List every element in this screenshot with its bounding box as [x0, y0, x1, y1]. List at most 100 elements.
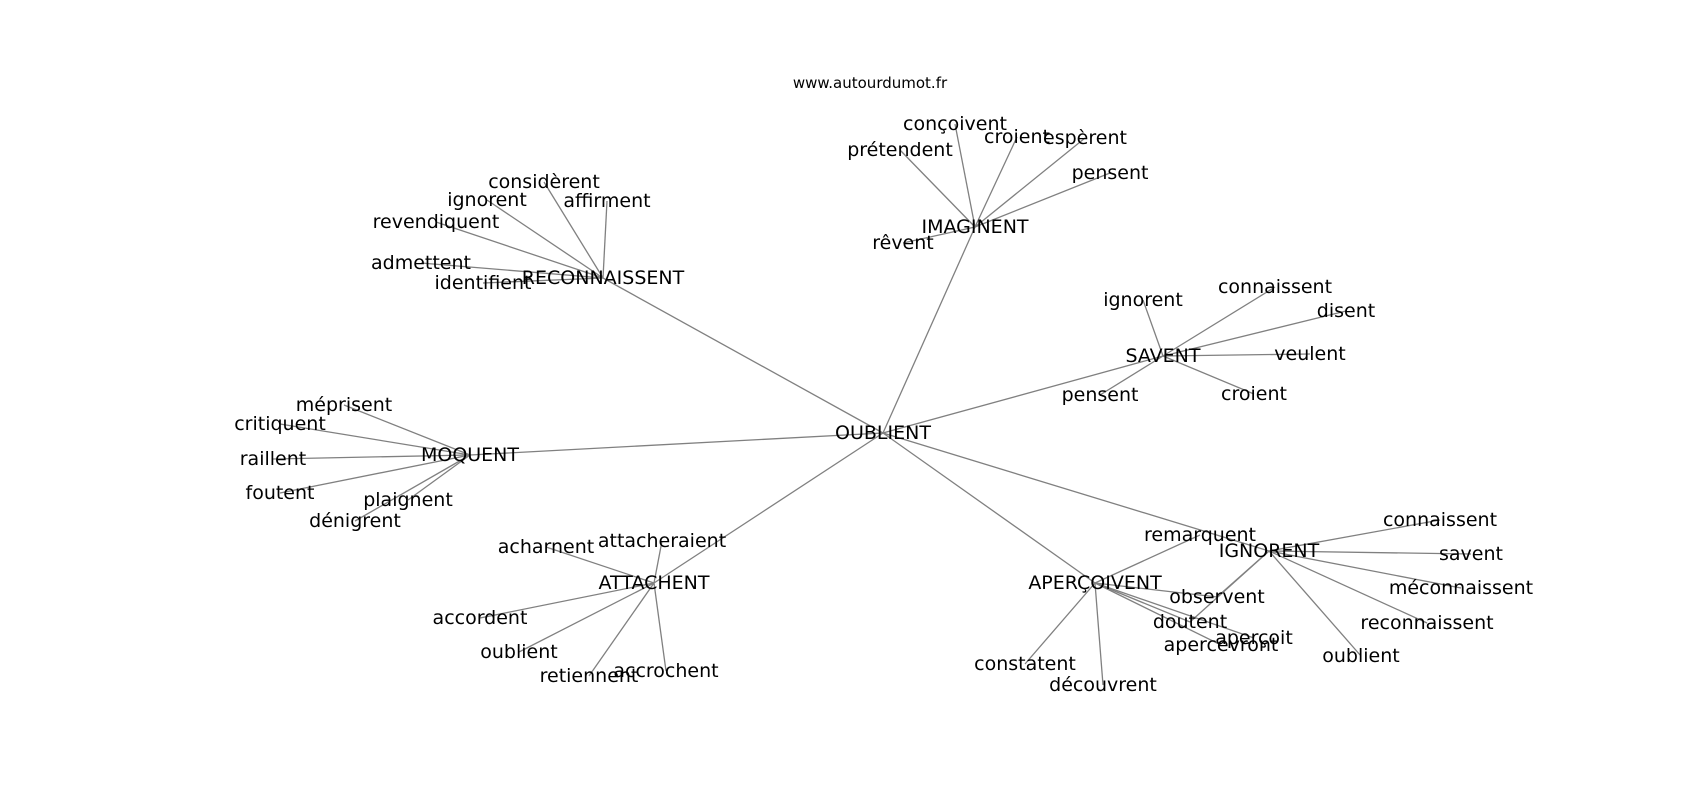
node-apercoivent: APERÇOIVENT [1028, 572, 1162, 594]
edge-moquent-foutent [279, 454, 471, 494]
edge-attachent-accrochent [653, 582, 667, 672]
node-connaissent-sav: connaissent [1218, 276, 1332, 298]
node-oublient-att: oublient [480, 641, 557, 663]
edge-apercoivent-doutent [1094, 582, 1191, 623]
node-meconnaissent: méconnaissent [1389, 577, 1533, 599]
node-accordent: accordent [433, 607, 528, 629]
edge-reconnaissent-considerent [543, 181, 604, 279]
edge-moquent-meprisent [343, 404, 471, 456]
edge-imaginent-pensent-ima [974, 172, 1111, 228]
node-apercevront: apercevront [1164, 634, 1279, 656]
edge-apercoivent-observent [1094, 582, 1218, 598]
edge-savent-croient-sav [1162, 355, 1255, 395]
node-apercoit: aperçoit [1215, 627, 1293, 649]
node-raillent: raillent [240, 448, 306, 470]
node-foutent: foutent [246, 482, 315, 504]
node-attachent: ATTACHENT [599, 572, 710, 594]
node-acharnent: acharnent [498, 536, 594, 558]
edge-imaginent-pretendent [899, 149, 976, 228]
edge-apercoivent-remarquent [1094, 534, 1201, 584]
edge-imaginent-revent [902, 226, 976, 244]
edge-oublient-attachent [653, 432, 884, 584]
edge-attachent-retiennent [588, 582, 655, 677]
node-revent: rêvent [872, 232, 934, 254]
edge-apercoivent-apercoit [1094, 582, 1255, 639]
node-concoivent: conçoivent [903, 113, 1007, 135]
node-meprisent: méprisent [296, 394, 392, 416]
node-disent: disent [1317, 300, 1375, 322]
edge-reconnaissent-affirment [602, 200, 608, 279]
node-reconnaissent: RECONNAISSENT [522, 267, 685, 289]
node-observent: observent [1169, 586, 1265, 608]
node-connaissent-ign: connaissent [1383, 509, 1497, 531]
node-moquent: MOQUENT [421, 444, 519, 466]
node-ignorent-hub: IGNORENT [1219, 540, 1320, 562]
edge-savent-ignorent-sav [1142, 299, 1164, 357]
edge-moquent-critiquent [279, 423, 471, 456]
edge-oublient-moquent [469, 432, 884, 456]
graph-node-labels: OUBLIENT RECONNAISSENT IMAGINENT SAVENT MOQU… [234, 113, 1533, 696]
edge-ignorent-hub-doutent [1189, 550, 1270, 623]
edge-moquent-raillent [272, 454, 471, 460]
node-ignorent-rec: ignorent [447, 189, 527, 211]
node-considerent: considèrent [488, 171, 600, 193]
edge-attachent-attacheraient [653, 540, 663, 584]
node-identifient: identifient [435, 272, 532, 294]
edge-apercoivent-constatent [1024, 582, 1096, 665]
edge-oublient-savent [882, 355, 1164, 434]
edge-apercoivent-apercevront [1094, 582, 1222, 646]
node-imaginent: IMAGINENT [921, 216, 1028, 238]
node-revendiquent: revendiquent [373, 211, 500, 233]
node-reconnaissent-ign: reconnaissent [1360, 612, 1493, 634]
node-retiennent: retiennent [540, 665, 639, 687]
node-plaignent: plaignent [363, 489, 453, 511]
node-croient-sav: croient [1221, 383, 1287, 405]
edge-oublient-apercoivent [882, 432, 1096, 584]
edge-ignorent-hub-meconnaissent [1268, 550, 1462, 589]
node-pensent-ima: pensent [1072, 162, 1149, 184]
edge-imaginent-croient-ima [974, 136, 1018, 228]
edge-moquent-denigrent [354, 454, 471, 522]
node-attacheraient: attacheraient [598, 530, 726, 552]
node-admettent: admettent [371, 252, 471, 274]
node-oublient: OUBLIENT [835, 422, 931, 444]
node-decouvrent: découvrent [1049, 674, 1157, 696]
node-veulent: veulent [1274, 343, 1345, 365]
node-affirment: affirment [563, 190, 650, 212]
node-oublient-ign: oublient [1322, 645, 1399, 667]
node-esperent: espèrent [1043, 127, 1127, 149]
edge-attachent-oublient-att [518, 582, 655, 653]
node-savent-ign: savent [1439, 543, 1503, 565]
node-ignorent-sav: ignorent [1103, 289, 1183, 311]
edge-imaginent-esperent [974, 137, 1086, 228]
node-pensent-sav: pensent [1062, 384, 1139, 406]
node-denigrent: dénigrent [309, 510, 401, 532]
edge-savent-disent [1162, 310, 1347, 357]
node-constatent: constatent [974, 653, 1076, 675]
edge-reconnaissent-admettent [420, 262, 604, 279]
node-remarquent: remarquent [1144, 524, 1256, 546]
edge-ignorent-hub-oublient-ign [1268, 550, 1362, 657]
edge-reconnaissent-identifient [482, 277, 604, 284]
edge-savent-veulent [1162, 353, 1311, 357]
edge-savent-pensent-sav [1099, 355, 1164, 396]
node-accrochent: accrochent [613, 660, 718, 682]
edge-attachent-acharnent [545, 546, 655, 584]
node-doutent: doutent [1153, 611, 1227, 633]
node-savent: SAVENT [1125, 345, 1200, 367]
edge-attachent-accordent [479, 582, 655, 619]
node-critiquent: critiquent [234, 413, 326, 435]
node-croient-ima: croient [984, 126, 1050, 148]
edge-oublient-reconnaissent [602, 277, 884, 434]
edge-reconnaissent-revendiquent [435, 221, 604, 279]
node-pretendent: prétendent [847, 139, 953, 161]
edge-ignorent-hub-savent-ign [1268, 550, 1472, 555]
edge-ignorent-hub-connaissent-ign [1268, 519, 1441, 552]
edge-apercoivent-decouvrent [1094, 582, 1104, 686]
graph-edges [272, 123, 1472, 686]
edge-imaginent-concoivent [954, 123, 976, 228]
edge-ignorent-hub-reconnaissent-ign [1268, 550, 1428, 624]
edge-oublient-imaginent [882, 226, 976, 434]
edge-savent-connaissent-sav [1162, 286, 1276, 357]
